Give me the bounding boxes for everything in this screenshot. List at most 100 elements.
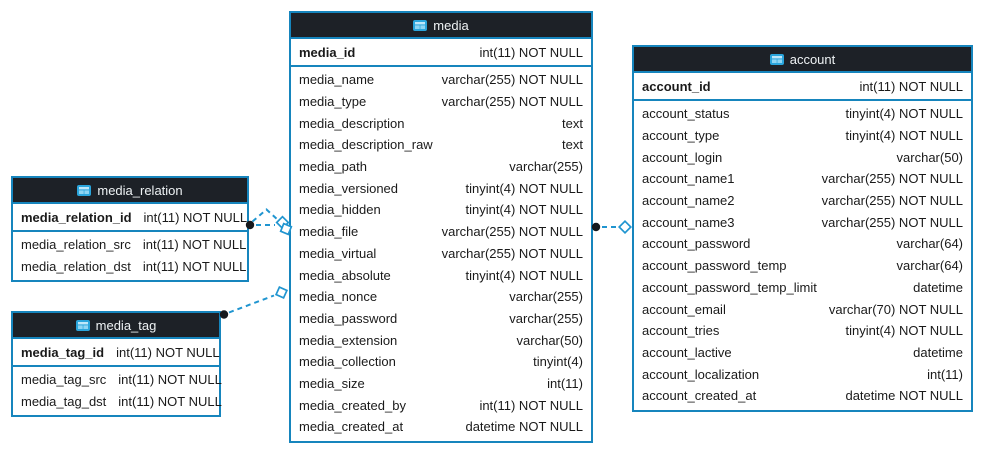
field-type: int(11) NOT NULL (859, 78, 963, 94)
field-name: media_hidden (299, 202, 381, 218)
field-type: varchar(255) (509, 159, 583, 175)
field-name: account_lactive (642, 344, 732, 360)
field-name: account_tries (642, 323, 720, 339)
field-name: media_type (299, 94, 367, 110)
field-type: tinyint(4) NOT NULL (845, 323, 963, 339)
field-row: media_path varchar(255) (291, 156, 591, 178)
field-name: media_extension (299, 332, 398, 348)
field-row: account_password_temp varchar(64) (634, 255, 971, 277)
field-type: varchar(50) (516, 332, 583, 348)
field-type: tinyint(4) NOT NULL (845, 106, 963, 122)
field-type: varchar(255) NOT NULL (821, 193, 963, 209)
field-name: media_absolute (299, 267, 391, 283)
field-name: media_relation_src (21, 237, 131, 253)
field-name: account_name1 (642, 171, 735, 187)
field-type: text (562, 137, 583, 153)
filled-dot-marker (219, 310, 229, 319)
field-name: media_size (299, 375, 365, 391)
field-rows: media_name varchar(255) NOT NULL media_typ… (291, 67, 591, 441)
table-icon (75, 319, 90, 331)
field-type: int(11) NOT NULL (116, 344, 220, 360)
field-name: media_virtual (299, 245, 377, 261)
field-type: varchar(255) NOT NULL (821, 171, 963, 187)
field-name: account_name2 (642, 193, 735, 209)
field-name: media_name (299, 72, 375, 88)
primary-key-row: media_id int(11) NOT NULL (291, 39, 591, 67)
field-row: media_absolute tinyint(4) NOT NULL (291, 264, 591, 286)
field-row: account_status tinyint(4) NOT NULL (634, 103, 971, 125)
table-icon (769, 53, 784, 65)
field-name: media_relation_id (21, 209, 132, 225)
table-media-relation-header[interactable]: media_relation (13, 178, 247, 204)
table-media-tag-header[interactable]: media_tag (13, 313, 219, 339)
field-row: media_versioned tinyint(4) NOT NULL (291, 177, 591, 199)
field-type: varchar(255) NOT NULL (441, 72, 583, 88)
table-account-header[interactable]: account (634, 47, 971, 73)
field-row: media_created_by int(11) NOT NULL (291, 394, 591, 416)
field-name: account_password_temp_limit (642, 279, 817, 295)
table-media-tag[interactable]: media_tag media_tag_id int(11) NOT NULL … (11, 311, 222, 418)
field-name: account_status (642, 106, 730, 122)
field-type: int(11) NOT NULL (142, 237, 247, 253)
field-type: text (562, 115, 583, 131)
field-type: varchar(50) (896, 149, 963, 165)
field-type: varchar(64) (896, 258, 963, 274)
field-name: account_password_temp (642, 258, 787, 274)
field-name: media_created_at (299, 419, 404, 435)
table-media-relation[interactable]: media_relation media_relation_id int(11)… (11, 176, 249, 283)
field-name: account_localization (642, 366, 760, 382)
field-row: media_created_at datetime NOT NULL (291, 416, 591, 438)
field-name: media_path (299, 159, 367, 175)
relationship-media_relation-to-media (245, 208, 293, 236)
field-type: int(11) NOT NULL (479, 397, 583, 413)
field-type: tinyint(4) (533, 354, 583, 370)
primary-key-row: account_id int(11) NOT NULL (634, 73, 971, 101)
table-account[interactable]: account account_id int(11) NOT NULL acco… (632, 45, 973, 412)
open-diamond-marker (274, 285, 289, 300)
field-type: datetime NOT NULL (845, 388, 963, 404)
field-type: varchar(255) (509, 310, 583, 326)
table-media[interactable]: media media_id int(11) NOT NULL media_na… (289, 11, 593, 443)
table-title: media (433, 17, 469, 33)
field-name: account_created_at (642, 388, 757, 404)
open-diamond-marker (617, 219, 633, 235)
field-name: account_id (642, 78, 711, 94)
field-name: media_created_by (299, 397, 406, 413)
field-row: media_description text (291, 112, 591, 134)
field-name: media_tag_dst (21, 394, 107, 410)
field-name: media_collection (299, 354, 396, 370)
field-name: media_nonce (299, 289, 378, 305)
field-name: media_tag_id (21, 344, 105, 360)
field-row: media_extension varchar(50) (291, 329, 591, 351)
field-type: int(11) NOT NULL (142, 259, 247, 275)
primary-key-row: media_relation_id int(11) NOT NULL (13, 204, 247, 232)
field-type: varchar(255) NOT NULL (441, 245, 583, 261)
field-name: media_description (299, 115, 405, 131)
field-name: media_versioned (299, 180, 399, 196)
field-type: varchar(255) NOT NULL (441, 224, 583, 240)
field-type: varchar(64) (896, 236, 963, 252)
table-icon (413, 19, 428, 31)
field-type: tinyint(4) NOT NULL (465, 267, 583, 283)
table-media-header[interactable]: media (291, 13, 591, 39)
field-name: account_type (642, 128, 720, 144)
open-diamond-marker (275, 215, 290, 230)
field-type: tinyint(4) NOT NULL (465, 180, 583, 196)
field-row: media_virtual varchar(255) NOT NULL (291, 243, 591, 265)
field-type: datetime NOT NULL (465, 419, 583, 435)
field-type: varchar(255) NOT NULL (821, 214, 963, 230)
